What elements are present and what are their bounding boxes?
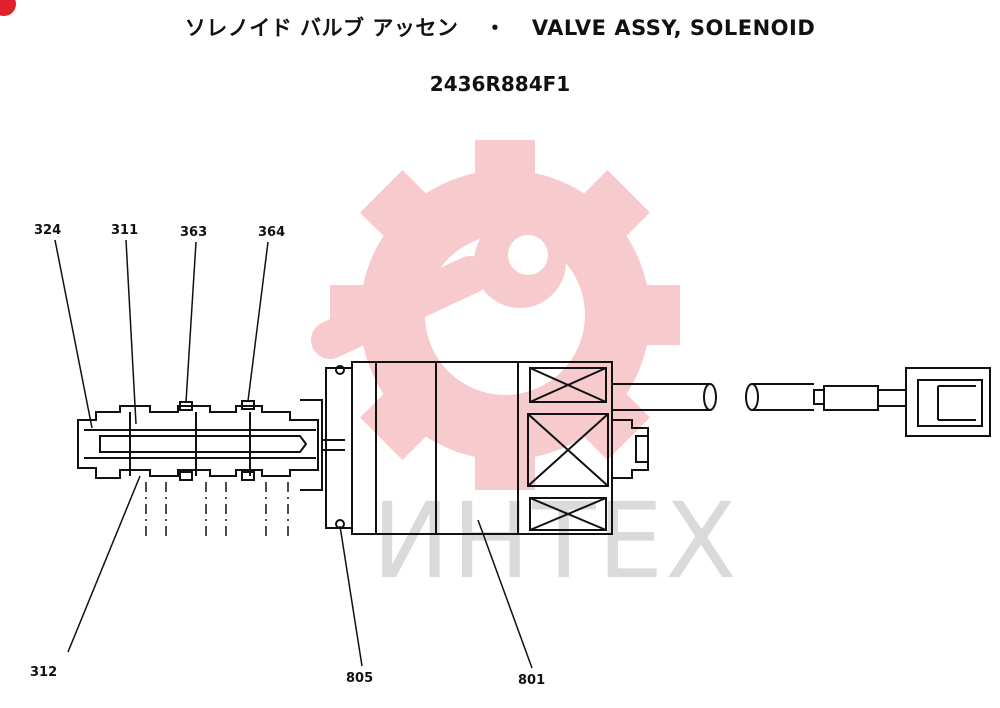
valve-spool-body [77,399,345,491]
watermark-gear-icon [311,140,680,490]
callout-364: 364 [258,225,285,240]
callout-324: 324 [34,223,61,238]
title-english: VALVE ASSY, SOLENOID [531,16,816,40]
title-separator: ・ [484,16,506,40]
terminal-cap [612,419,649,479]
callout-805: 805 [346,671,373,686]
lead-wire [612,383,907,411]
solenoid-body [325,361,613,535]
part-number: 2436R884F1 [429,72,571,96]
callout-311: 311 [111,223,138,238]
callout-363: 363 [180,225,207,240]
page-title: ソレノイド バルブ アッセン ・ VALVE ASSY, SOLENOID [0,12,1000,42]
connector-plug [905,367,991,437]
port-lines [145,482,289,538]
callout-312: 312 [30,665,57,680]
watermark-text: ИНТЕХ [372,480,739,602]
callout-801: 801 [518,673,545,688]
leader-lines [54,239,533,669]
corner-badge-icon [0,0,16,16]
coil-windings [527,367,609,531]
title-japanese: ソレノイド バルブ アッセン [184,16,459,40]
